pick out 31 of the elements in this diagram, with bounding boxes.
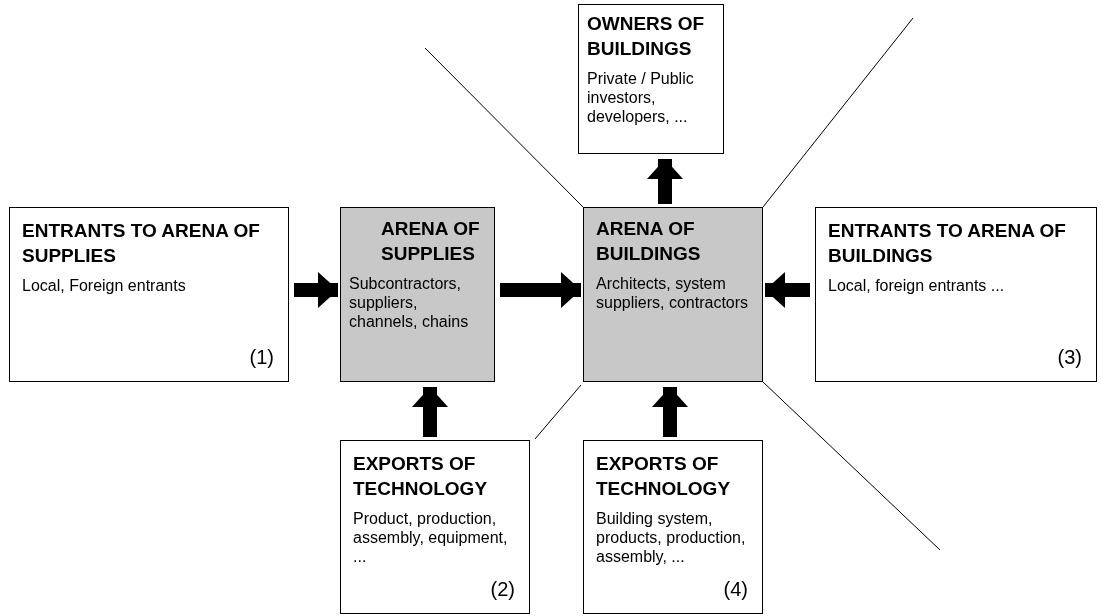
box-heading: ENTRANTS TO ARENA OF BUILDINGS (828, 219, 1067, 268)
block-arrow (412, 387, 448, 437)
box-heading: EXPORTS OF TECHNOLOGY (353, 452, 489, 501)
text-box (578, 4, 724, 154)
text-box (583, 440, 763, 614)
box-text: Local, foreign entrants ... (828, 276, 1006, 295)
block-arrow (765, 272, 810, 308)
box-text: Private / Public investors, developers, ... (587, 69, 695, 126)
box-text: Building system, products, production, assembly, ... (596, 509, 747, 566)
box-text: Product, production, assembly, equipment, ... (353, 509, 509, 566)
box-heading: EXPORTS OF TECHNOLOGY (596, 452, 732, 501)
block-arrow (294, 272, 338, 308)
block-arrow (647, 159, 683, 204)
text-box (815, 207, 1097, 382)
box-text: Architects, system suppliers, contractors (596, 274, 750, 312)
callout-number: (2) (490, 578, 515, 601)
box-heading: OWNERS OF BUILDINGS (587, 12, 706, 61)
shaded-box (583, 207, 763, 382)
box-text: Local, Foreign entrants (22, 276, 187, 295)
text-box (9, 207, 289, 382)
box-heading: ENTRANTS TO ARENA OF SUPPLIES (22, 219, 261, 268)
callout-number: (4) (723, 578, 748, 601)
box-heading: ARENA OF BUILDINGS (596, 217, 702, 266)
shaded-box (340, 207, 495, 382)
block-arrow (652, 387, 688, 437)
block-arrow (500, 272, 581, 308)
text-box (340, 440, 530, 614)
box-heading: ARENA OF SUPPLIES (380, 217, 481, 266)
callout-number: (3) (1057, 346, 1082, 369)
box-text: Subcontractors, suppliers, channels, chains (349, 274, 470, 331)
callout-number: (1) (249, 346, 274, 369)
